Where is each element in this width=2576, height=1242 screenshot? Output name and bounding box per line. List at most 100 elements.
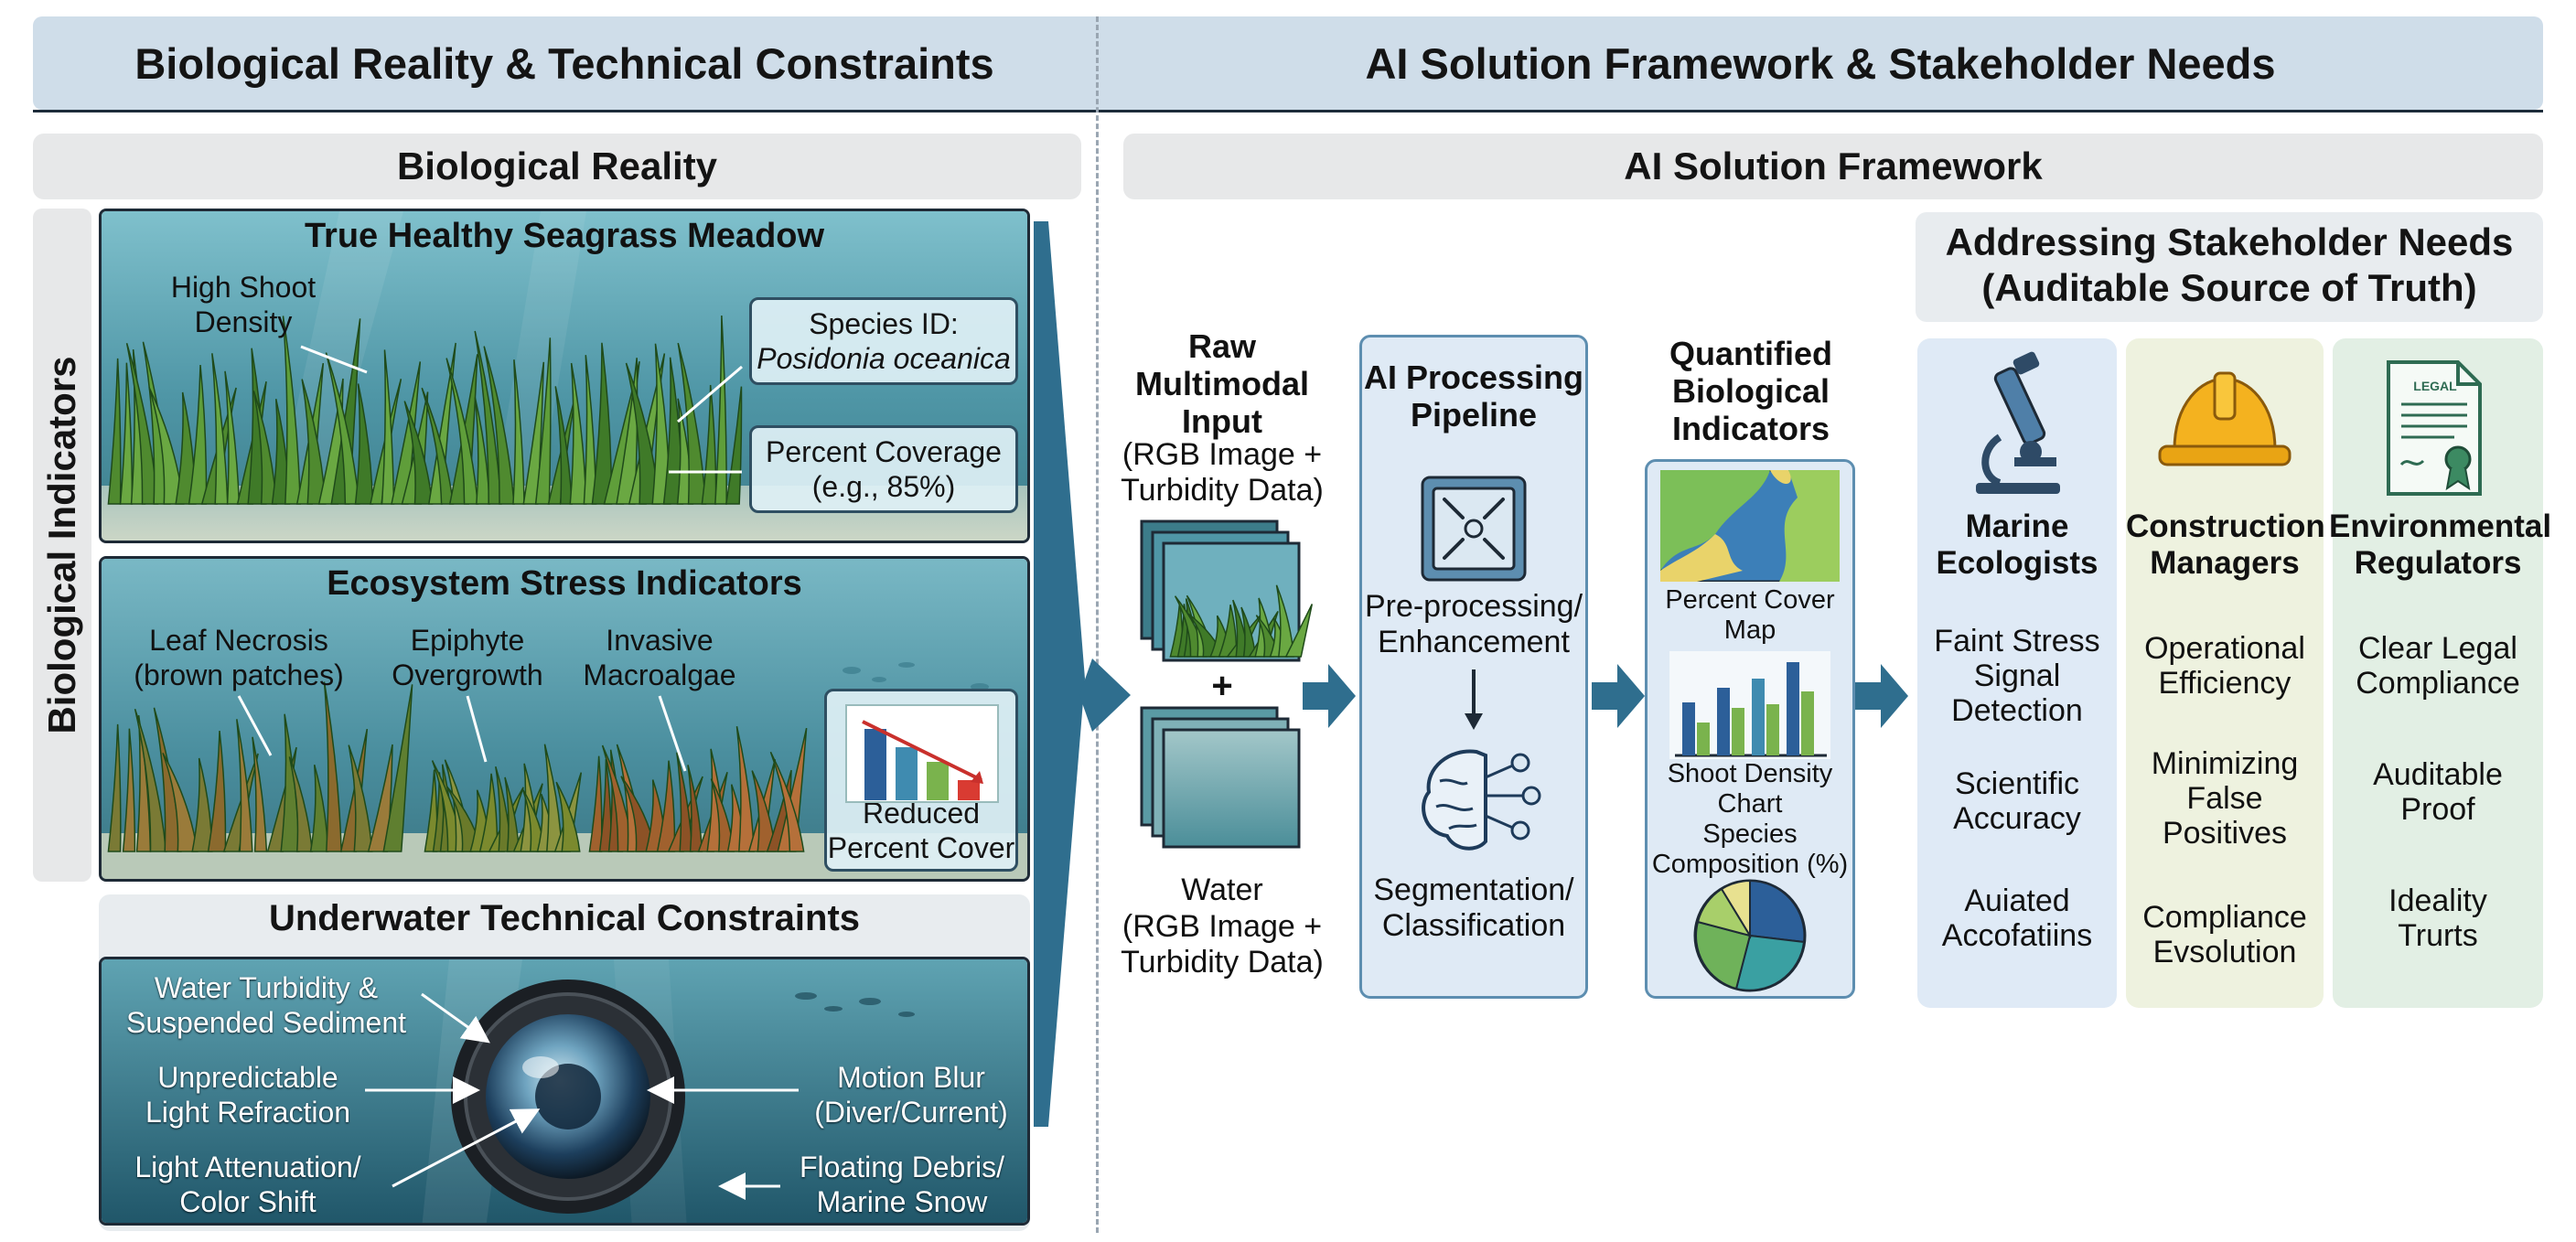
biological-indicators-label: Biological Indicators	[40, 356, 83, 734]
seagrass-blade	[134, 709, 167, 852]
plus-sign: +	[1211, 666, 1233, 706]
legal-document-icon	[2387, 360, 2482, 496]
reduced-bar-2	[896, 747, 918, 800]
seagrass-blade	[122, 728, 136, 852]
debris-label: Floating Debris/Marine Snow	[799, 1151, 1005, 1218]
funnel-arrow	[1034, 221, 1085, 1127]
side-label-box	[33, 209, 91, 882]
left-header-title: Biological Reality & Technical Constrain…	[134, 38, 994, 88]
raw-input-subtitle: (RGB Image +Turbidity Data)	[1121, 437, 1324, 508]
reduced-bar-3	[927, 762, 949, 800]
seagrass-blade	[1240, 606, 1257, 658]
seagrass-blade	[288, 756, 314, 852]
marine-ecologists-card	[1917, 338, 2117, 1008]
seagrass-blade	[474, 330, 502, 505]
stress-indicators-panel: Ecosystem Stress Indicators Leaf Necrosi…	[99, 556, 1030, 882]
motion-blur-label: Motion Blur(Diver/Current)	[814, 1061, 1008, 1129]
seagrass-blade	[735, 725, 755, 852]
percent-coverage-callout: Percent Coverage (e.g., 85%)	[749, 425, 1018, 513]
constraints-title: Underwater Technical Constraints	[268, 898, 861, 938]
seagrass-blade	[125, 343, 159, 505]
seagrass-blade	[591, 342, 613, 505]
header-divider	[33, 110, 2543, 112]
density-bar-1	[1682, 702, 1695, 755]
reduced-bar-1	[864, 729, 886, 800]
constraint-arrows	[365, 992, 799, 1200]
seagrass-blade	[616, 358, 639, 505]
seagrass-blade	[483, 346, 515, 505]
density-bar-8	[1801, 691, 1814, 755]
shoot-density-chart	[1669, 651, 1830, 759]
seagrass-blade	[512, 359, 525, 505]
density-bar-3	[1717, 688, 1730, 755]
column-divider	[1096, 16, 1099, 1233]
seagrass-blade	[769, 751, 805, 852]
seagrass-blade	[701, 384, 717, 505]
ai-framework-title: AI Solution Framework	[1123, 134, 2543, 199]
seagrass-blade	[403, 401, 434, 505]
seagrass-blade	[534, 337, 552, 505]
density-bar-4	[1732, 708, 1744, 755]
seagrass-blade	[445, 358, 479, 505]
seagrass-blade	[282, 316, 301, 505]
healthy-meadow-title: True Healthy Seagrass Meadow	[304, 217, 825, 255]
pipeline-down-arrow	[1465, 669, 1483, 730]
rgb-image-stack	[1140, 519, 1314, 662]
seagrass-blade	[162, 753, 199, 852]
seagrass-blade	[381, 349, 395, 505]
seagrass-blade	[323, 681, 342, 852]
seagrass-blade	[504, 776, 521, 852]
stakeholder-title: Addressing Stakeholder Needs(Auditable S…	[1945, 220, 2514, 309]
turbidity-label: Water Turbidity &Suspended Sediment	[126, 971, 406, 1039]
pie-slice-2	[1734, 934, 1806, 991]
seagrass-blade	[252, 736, 268, 852]
seagrass-blade	[207, 730, 227, 852]
seagrass-blade	[421, 387, 455, 505]
stress-indicators-title: Ecosystem Stress Indicators	[327, 564, 802, 603]
arrow-input-to-pipeline	[1303, 664, 1356, 728]
brain-network-icon	[1422, 749, 1541, 851]
segmentation-label: Segmentation/Classification	[1373, 873, 1574, 943]
water-image-stack	[1140, 706, 1301, 849]
density-bar-2	[1697, 723, 1710, 755]
seagrass-blade	[555, 781, 581, 852]
seagrass-blade	[656, 760, 676, 852]
funnel-arrow-head	[1079, 658, 1131, 732]
seagrass-blade	[1275, 584, 1295, 658]
biological-reality-title: Biological Reality	[33, 134, 1081, 199]
seagrass-blade	[211, 353, 229, 505]
constraints-panel: Water Turbidity &Suspended Sediment Unpr…	[99, 957, 1030, 1226]
seagrass-blade	[135, 714, 152, 852]
seagrass-blade	[252, 391, 278, 505]
stakeholder-title-box	[1916, 212, 2543, 322]
legal-tag: LEGAL	[2413, 379, 2457, 393]
preprocessing-label: Pre-processing/Enhancement	[1364, 589, 1583, 659]
water-subtitle: (RGB Image +Turbidity Data)	[1121, 909, 1324, 980]
pie-slice-1	[1749, 879, 1806, 944]
water-label: Water	[1181, 873, 1263, 907]
arrow-indicators-to-stakeholders	[1855, 664, 1908, 728]
seagrass-blade	[354, 383, 374, 505]
seagrass-blade	[107, 358, 122, 505]
camera-illustration	[102, 959, 1027, 1223]
density-bar-6	[1766, 704, 1779, 755]
arrow-pipeline-to-indicators	[1592, 664, 1645, 728]
seagrass-blade	[325, 352, 360, 505]
seagrass-blade	[301, 379, 327, 505]
